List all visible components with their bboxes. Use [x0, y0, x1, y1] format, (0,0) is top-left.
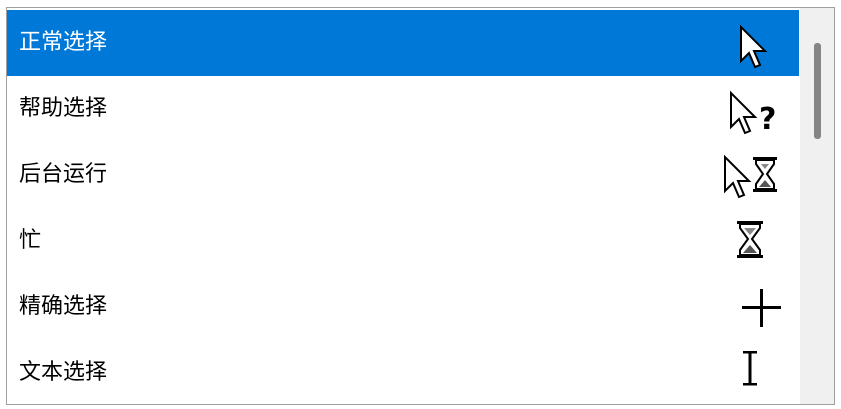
list-item-label: 正常选择 — [19, 30, 108, 55]
svg-text:?: ? — [759, 102, 776, 135]
list-item-label: 忙 — [19, 228, 42, 253]
cursor-list-items: 正常选择 帮助选择 ? 后台运行 — [7, 10, 799, 404]
list-item-label: 精确选择 — [19, 294, 108, 319]
list-item-label: 文本选择 — [19, 360, 108, 385]
working-in-background-cursor-icon — [717, 149, 787, 201]
vertical-scrollbar[interactable] — [800, 8, 834, 404]
list-item-busy[interactable]: 忙 — [7, 208, 799, 274]
cursor-scheme-list[interactable]: 正常选择 帮助选择 ? 后台运行 — [6, 7, 835, 405]
busy-hourglass-icon — [717, 215, 787, 267]
list-item-help-select[interactable]: 帮助选择 ? — [7, 76, 799, 142]
arrow-cursor-icon — [717, 17, 787, 69]
list-item-normal-select[interactable]: 正常选择 — [7, 10, 799, 76]
text-ibeam-cursor-icon — [717, 347, 787, 399]
scrollbar-thumb[interactable] — [814, 43, 821, 139]
list-item-text-select[interactable]: 文本选择 — [7, 340, 799, 404]
list-item-precision-select[interactable]: 精确选择 — [7, 274, 799, 340]
list-item-working-in-background[interactable]: 后台运行 — [7, 142, 799, 208]
list-item-label: 后台运行 — [19, 162, 108, 187]
crosshair-cursor-icon — [717, 281, 787, 333]
help-cursor-icon: ? — [717, 83, 787, 137]
list-item-label: 帮助选择 — [19, 96, 108, 121]
